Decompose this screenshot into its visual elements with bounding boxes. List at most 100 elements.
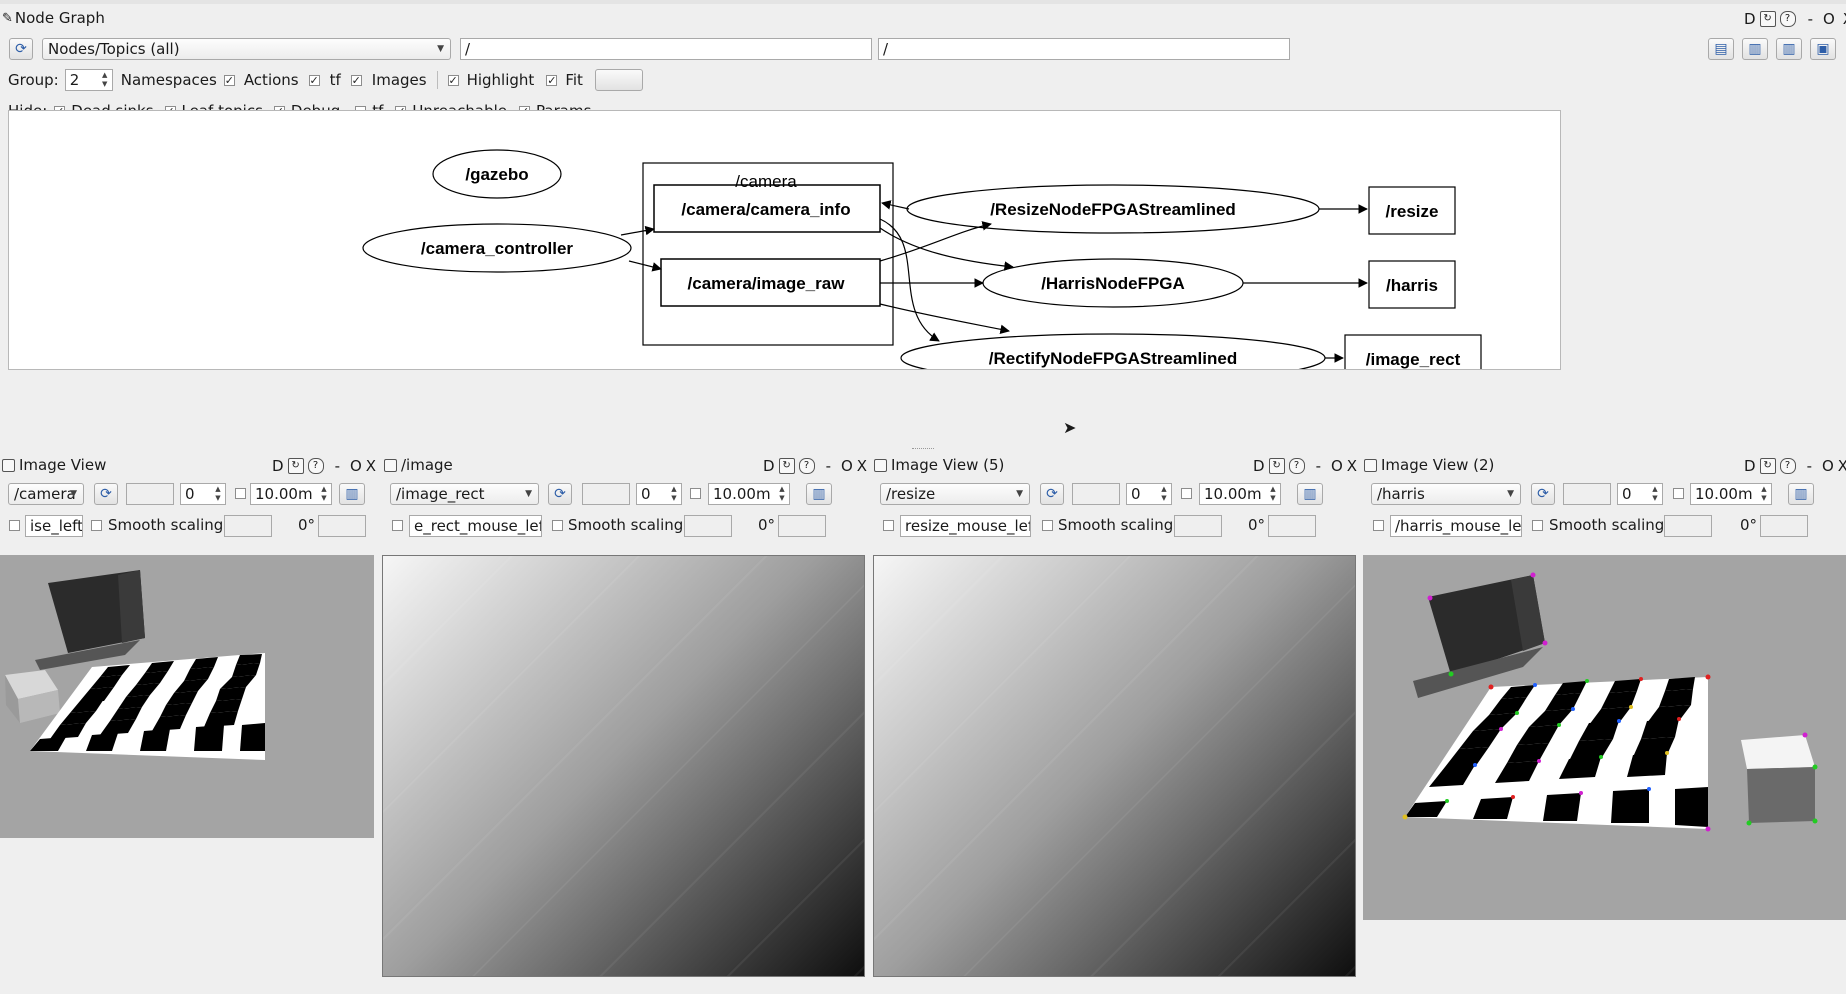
view4-value-spinbox[interactable]: 0 ▲▼ <box>1617 483 1663 505</box>
view3-close-button[interactable]: X <box>1346 457 1358 475</box>
view4-save-button[interactable]: ▥ <box>1788 483 1814 505</box>
view2-dock-button[interactable]: D <box>763 457 775 475</box>
view2-smooth-checkbox[interactable] <box>552 520 563 531</box>
view2-close-button[interactable]: X <box>856 457 868 475</box>
namespace-filter-input[interactable]: / <box>460 38 872 60</box>
namespaces-checkbox[interactable]: ✓ <box>223 73 235 87</box>
view2-rotate-right-button[interactable] <box>778 515 826 537</box>
view4-float-button[interactable]: O <box>1821 457 1834 475</box>
view1-minimize-button[interactable]: - <box>334 457 340 475</box>
view2-rotate-button[interactable] <box>684 515 732 537</box>
view2-topic-select[interactable]: /image_rect ▼ <box>390 483 539 505</box>
view3-float-button[interactable]: O <box>1330 457 1343 475</box>
view2-refresh-button[interactable]: ⟳ <box>548 483 572 505</box>
topic-camera-info[interactable] <box>653 184 881 233</box>
view1-help-icon[interactable]: ? <box>307 458 324 474</box>
view1-dock-button[interactable]: D <box>272 457 284 475</box>
view2-mouse-checkbox[interactable] <box>392 520 403 531</box>
graph-mode-select[interactable]: Nodes/Topics (all) ▼ <box>42 38 451 60</box>
view4-refresh-button[interactable]: ⟳ <box>1531 483 1555 505</box>
view2-zoom-spinbox[interactable]: 10.00m ▲▼ <box>708 483 790 505</box>
view1-image[interactable] <box>0 555 374 838</box>
view2-help-icon[interactable]: ? <box>798 458 815 474</box>
view2-blank-field[interactable] <box>582 483 630 505</box>
view4-blank-field[interactable] <box>1563 483 1611 505</box>
fit-checkbox[interactable]: ✓ <box>546 73 558 87</box>
view3-mouse-topic-input[interactable]: resize_mouse_left <box>900 515 1031 537</box>
view4-topic-select[interactable]: /harris ▼ <box>1371 483 1521 505</box>
view4-reload-icon[interactable]: ↻ <box>1759 458 1776 474</box>
actions-checkbox[interactable]: ✓ <box>308 73 320 87</box>
view3-rotate-button[interactable] <box>1174 515 1222 537</box>
view1-save-button[interactable]: ▥ <box>339 483 365 505</box>
save-dot-button[interactable]: ▥ <box>1742 38 1768 60</box>
view3-image[interactable] <box>873 555 1356 977</box>
refresh-graph-button[interactable]: ⟳ <box>9 38 33 60</box>
view1-refresh-button[interactable]: ⟳ <box>94 483 118 505</box>
view3-minimize-button[interactable]: - <box>1315 457 1321 475</box>
save-svg-button[interactable]: ▥ <box>1776 38 1802 60</box>
view4-smooth-checkbox[interactable] <box>1532 520 1543 531</box>
view1-mouse-checkbox[interactable] <box>9 520 20 531</box>
fit-in-view-button[interactable] <box>594 69 643 91</box>
view1-reload-icon[interactable]: ↻ <box>287 458 304 474</box>
tf-checkbox[interactable]: ✓ <box>350 73 362 87</box>
view3-rotate-right-button[interactable] <box>1268 515 1316 537</box>
view4-dock-button[interactable]: D <box>1744 457 1756 475</box>
view4-zoom-spinbox[interactable]: 10.00m ▲▼ <box>1690 483 1772 505</box>
view2-save-button[interactable]: ▥ <box>806 483 832 505</box>
load-dot-button[interactable]: ▤ <box>1708 38 1734 60</box>
view4-mouse-checkbox[interactable] <box>1373 520 1384 531</box>
view1-float-button[interactable]: O <box>349 457 362 475</box>
view2-float-button[interactable]: O <box>840 457 853 475</box>
view3-zoom-spinbox[interactable]: 10.00m ▲▼ <box>1199 483 1281 505</box>
view1-blank-field[interactable] <box>126 483 174 505</box>
view3-smooth-checkbox[interactable] <box>1042 520 1053 531</box>
view3-save-button[interactable]: ▥ <box>1297 483 1323 505</box>
view2-reload-icon[interactable]: ↻ <box>778 458 795 474</box>
view2-value-spinbox[interactable]: 0 ▲▼ <box>636 483 682 505</box>
view3-value-spinbox[interactable]: 0 ▲▼ <box>1126 483 1172 505</box>
view4-minimize-button[interactable]: - <box>1806 457 1812 475</box>
graph-canvas[interactable]: /camera /gazebo /camera_controller /Resi… <box>8 110 1561 370</box>
view2-minimize-button[interactable]: - <box>825 457 831 475</box>
group-spinbox[interactable]: 2 ▲▼ <box>64 69 113 91</box>
view1-mouse-topic-input[interactable]: ise_left <box>25 515 83 537</box>
view1-rotate-right-button[interactable] <box>318 515 366 537</box>
view1-value-spinbox[interactable]: 0 ▲▼ <box>180 483 226 505</box>
view1-zoom-checkbox[interactable] <box>235 488 246 499</box>
view2-mouse-topic-input[interactable]: e_rect_mouse_left <box>409 515 542 537</box>
topic-image-rect[interactable] <box>1344 334 1482 369</box>
view3-mouse-checkbox[interactable] <box>883 520 894 531</box>
reload-icon[interactable]: ↻ <box>1759 11 1776 27</box>
minimize-button[interactable]: - <box>1807 10 1813 28</box>
view4-close-button[interactable]: X <box>1837 457 1846 475</box>
topic-resize[interactable] <box>1368 186 1456 235</box>
view3-reload-icon[interactable]: ↻ <box>1268 458 1285 474</box>
view3-topic-select[interactable]: /resize ▼ <box>880 483 1030 505</box>
splitter-handle[interactable] <box>912 448 934 452</box>
node-gazebo[interactable] <box>432 149 562 199</box>
close-button[interactable]: X <box>1843 10 1846 28</box>
view3-zoom-checkbox[interactable] <box>1181 488 1192 499</box>
view3-blank-field[interactable] <box>1072 483 1120 505</box>
view1-smooth-checkbox[interactable] <box>91 520 102 531</box>
view3-help-icon[interactable]: ? <box>1288 458 1305 474</box>
dock-d-button[interactable]: D <box>1744 10 1756 28</box>
view1-zoom-spinbox[interactable]: 10.00m ▲▼ <box>250 483 332 505</box>
help-icon[interactable]: ? <box>1779 11 1796 27</box>
view4-rotate-button[interactable] <box>1664 515 1712 537</box>
node-camera-controller[interactable] <box>362 223 632 273</box>
view4-rotate-right-button[interactable] <box>1760 515 1808 537</box>
view4-zoom-checkbox[interactable] <box>1673 488 1684 499</box>
view4-image[interactable] <box>1363 555 1846 920</box>
view3-refresh-button[interactable]: ⟳ <box>1040 483 1064 505</box>
save-image-button[interactable]: ▣ <box>1810 38 1836 60</box>
view1-rotate-button[interactable] <box>224 515 272 537</box>
view2-image[interactable] <box>382 555 865 977</box>
view4-help-icon[interactable]: ? <box>1779 458 1796 474</box>
float-button[interactable]: O <box>1822 10 1835 28</box>
topic-harris[interactable] <box>1368 260 1456 309</box>
view3-dock-button[interactable]: D <box>1253 457 1265 475</box>
topic-filter-input[interactable]: / <box>878 38 1290 60</box>
